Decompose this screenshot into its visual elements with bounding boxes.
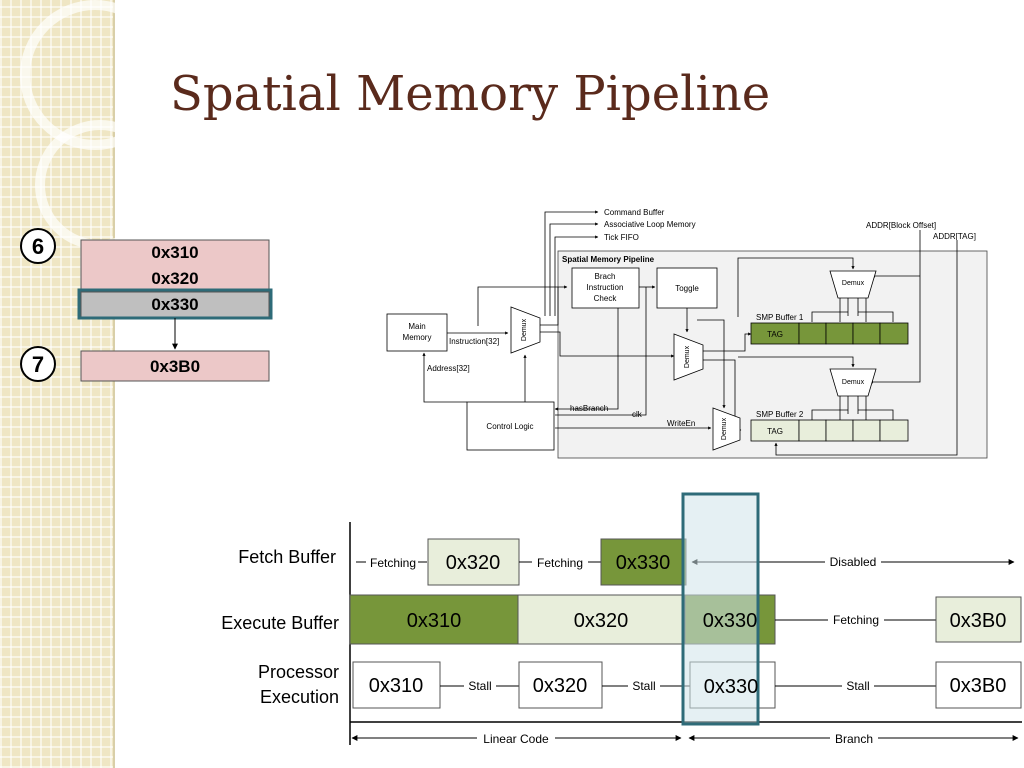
- row-label-execution: Execution: [260, 687, 339, 707]
- pipeline-timeline: Fetch Buffer Execute Buffer Processor Ex…: [221, 492, 1022, 746]
- svg-text:0x3B0: 0x3B0: [950, 675, 1007, 697]
- exec-stall-2: Stall: [632, 679, 655, 693]
- branch-instruction-check-block: [571, 267, 640, 309]
- fetch-disabled: Disabled: [830, 555, 877, 569]
- row-label-fetch-buffer: Fetch Buffer: [238, 547, 336, 567]
- queue-addr-320: 0x320: [151, 269, 198, 288]
- row-label-execute-buffer: Execute Buffer: [221, 613, 339, 633]
- instruction-bus-label: Instruction[32]: [449, 337, 499, 346]
- sidebar-divider: [113, 0, 115, 768]
- svg-text:Demux: Demux: [521, 318, 528, 341]
- clk-label: clk: [632, 410, 643, 419]
- queue-addr-330: 0x330: [151, 295, 198, 314]
- svg-text:0x320: 0x320: [533, 675, 588, 697]
- output-tick-fifo: Tick FIFO: [604, 233, 639, 242]
- svg-text:0x310: 0x310: [407, 610, 462, 632]
- step-6-label: 6: [32, 234, 44, 259]
- execute-box-3b0: [935, 596, 1022, 643]
- exec-box-320: [518, 661, 603, 709]
- execute-fetching: Fetching: [833, 613, 879, 627]
- execute-box-320: [517, 594, 686, 645]
- svg-text:Demux: Demux: [721, 417, 728, 440]
- branch-highlight: [681, 492, 760, 726]
- branch-label: Branch: [835, 732, 873, 746]
- queue-entry-3b0: [80, 350, 270, 382]
- addr-block-offset-label: ADDR[Block Offset]: [866, 221, 936, 230]
- step-7-label: 7: [32, 352, 44, 377]
- svg-text:0x320: 0x320: [446, 552, 501, 574]
- svg-text:Check: Check: [594, 294, 618, 303]
- sidebar-ornament: [20, 0, 170, 250]
- main-memory-block: [386, 313, 448, 352]
- svg-text:TAG: TAG: [767, 427, 783, 436]
- pipeline-block-diagram: Spatial Memory Pipeline Command Buffer A…: [386, 208, 988, 459]
- linear-code-label: Linear Code: [483, 732, 549, 746]
- pipeline-title: Spatial Memory Pipeline: [562, 255, 655, 264]
- step-7-marker: [20, 346, 56, 382]
- svg-text:Demux: Demux: [842, 379, 865, 386]
- fetch-box-320: [427, 538, 520, 586]
- row-label-processor: Processor: [258, 662, 339, 682]
- svg-text:SMP Buffer 1: SMP Buffer 1: [756, 313, 804, 322]
- svg-text:Brach: Brach: [595, 272, 616, 281]
- svg-text:Demux: Demux: [842, 280, 865, 287]
- exec-box-3b0: [935, 661, 1022, 709]
- fetch-fetching-2: Fetching: [537, 556, 583, 570]
- has-branch-label: hasBranch: [570, 404, 608, 413]
- fetch-box-330: [600, 538, 687, 586]
- svg-text:SMP Buffer 2: SMP Buffer 2: [756, 410, 804, 419]
- fetch-fetching-1: Fetching: [370, 556, 416, 570]
- exec-stall-3: Stall: [846, 679, 869, 693]
- svg-text:0x3B0: 0x3B0: [950, 610, 1007, 632]
- page-title: Spatial Memory Pipeline: [170, 66, 771, 122]
- svg-text:0x310: 0x310: [369, 675, 424, 697]
- exec-stall-1: Stall: [468, 679, 491, 693]
- control-logic-block: [466, 401, 555, 451]
- queue-entry-310: [80, 239, 270, 293]
- svg-text:Demux: Demux: [684, 345, 691, 368]
- demux-2: [673, 333, 704, 381]
- svg-text:0x320: 0x320: [574, 610, 629, 632]
- instruction-queue: 6 7 0x310 0x320 0x330 0x3B0: [20, 228, 273, 382]
- output-associative-loop-memory: Associative Loop Memory: [604, 220, 696, 229]
- svg-text:0x330: 0x330: [616, 552, 671, 574]
- queue-addr-3b0: 0x3B0: [150, 357, 200, 376]
- demux-buffer-1: [829, 270, 877, 299]
- address-bus-label: Address[32]: [427, 364, 470, 373]
- exec-addr-330: 0x330: [704, 676, 759, 698]
- svg-text:TAG: TAG: [767, 330, 783, 339]
- execute-addr-330: 0x330: [703, 610, 758, 632]
- output-command-buffer: Command Buffer: [604, 208, 665, 217]
- queue-entry-330-selected: [80, 291, 270, 318]
- exec-box-310: [352, 661, 441, 709]
- svg-text:Control Logic: Control Logic: [486, 422, 533, 431]
- main-memory-label-2: Memory: [403, 333, 432, 342]
- toggle-block: [656, 267, 718, 309]
- svg-text:Toggle: Toggle: [675, 284, 699, 293]
- step-6-marker: [20, 228, 56, 264]
- addr-tag-label: ADDR[TAG]: [933, 232, 976, 241]
- main-memory-label-1: Main: [408, 322, 425, 331]
- demux-buffer-2: [829, 368, 877, 397]
- execute-box-310: [349, 594, 519, 645]
- demux-3: [712, 407, 741, 451]
- queue-addr-310: 0x310: [151, 243, 198, 262]
- demux-1: [510, 306, 541, 354]
- svg-text:Instruction: Instruction: [587, 283, 624, 292]
- write-en-label: WriteEn: [667, 419, 695, 428]
